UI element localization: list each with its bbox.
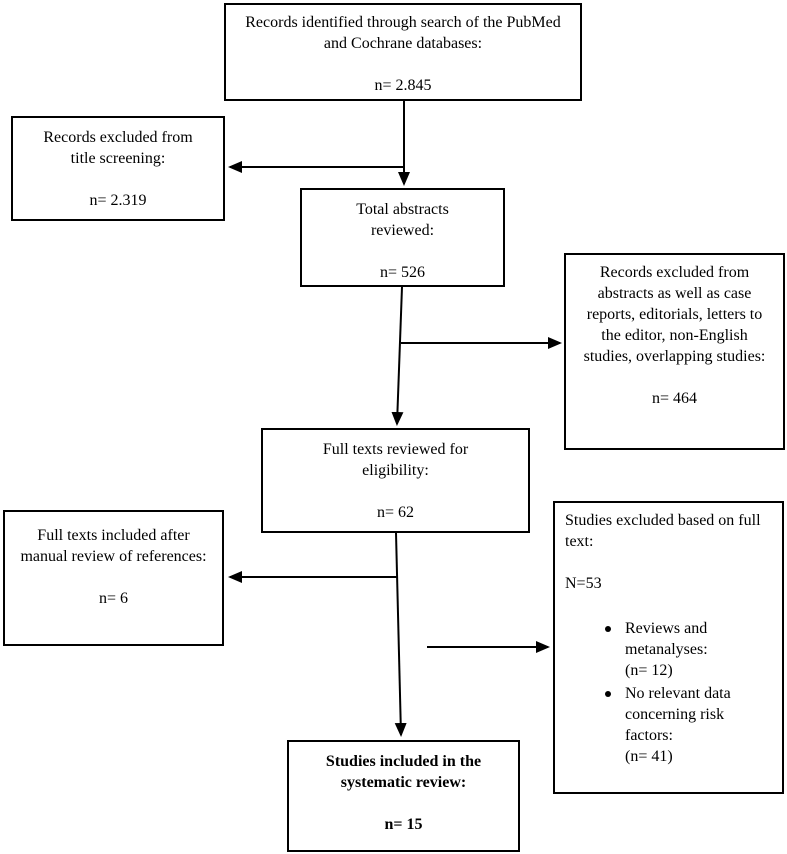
box-count: n= 464 — [651, 390, 698, 407]
box-total-abstracts-reviewed: Total abstracts reviewed: n= 526 — [300, 188, 505, 287]
box-full-texts-reviewed: Full texts reviewed for eligibility: n= … — [261, 428, 530, 533]
box-count: n= 6 — [98, 590, 129, 607]
box-label: Records excluded from title screening: — [43, 129, 193, 167]
box-studies-included-review: Studies included in the systematic revie… — [287, 740, 520, 852]
box-count: n= 526 — [379, 264, 426, 281]
bullet-icon — [605, 626, 611, 632]
box-studies-excluded-fulltext: Studies excluded based on full text: N=5… — [553, 501, 784, 794]
box-count: N=53 — [565, 575, 602, 592]
box-label: Studies included in the systematic revie… — [325, 753, 482, 791]
box-label: Studies excluded based on full text: — [565, 512, 761, 550]
box-count: n= 15 — [384, 816, 423, 833]
box-records-identified: Records identified through search of the… — [224, 3, 582, 101]
box-label: Records excluded from abstracts as well … — [583, 264, 766, 365]
box-count: n= 62 — [376, 504, 415, 521]
list-item: Reviews and metanalyses: (n= 12) — [605, 618, 772, 681]
bullet-label: Reviews and metanalyses: — [625, 620, 708, 658]
box-label: Records identified through search of the… — [245, 14, 561, 52]
exclusion-reasons-list: Reviews and metanalyses: (n= 12) No rele… — [565, 618, 772, 767]
bullet-label: No relevant data concerning risk factors… — [625, 685, 731, 744]
box-count: n= 2.845 — [374, 77, 432, 94]
box-records-excluded-title-screening: Records excluded from title screening: n… — [11, 116, 225, 221]
box-label: Full texts reviewed for eligibility: — [322, 441, 469, 479]
bullet-count: (n= 41) — [625, 748, 673, 765]
box-label: Total abstracts reviewed: — [356, 201, 449, 239]
box-count: n= 2.319 — [89, 192, 147, 209]
box-records-excluded-abstracts: Records excluded from abstracts as well … — [564, 253, 785, 450]
bullet-count: (n= 12) — [625, 662, 673, 679]
arrow-fulltexts-to-included-review — [394, 532, 407, 737]
arrow-abstracts-to-fulltexts — [391, 286, 404, 426]
bullet-icon — [605, 691, 611, 697]
box-full-texts-included-references: Full texts included after manual review … — [3, 510, 224, 646]
list-item: No relevant data concerning risk factors… — [605, 683, 772, 767]
box-label: Full texts included after manual review … — [20, 527, 207, 565]
